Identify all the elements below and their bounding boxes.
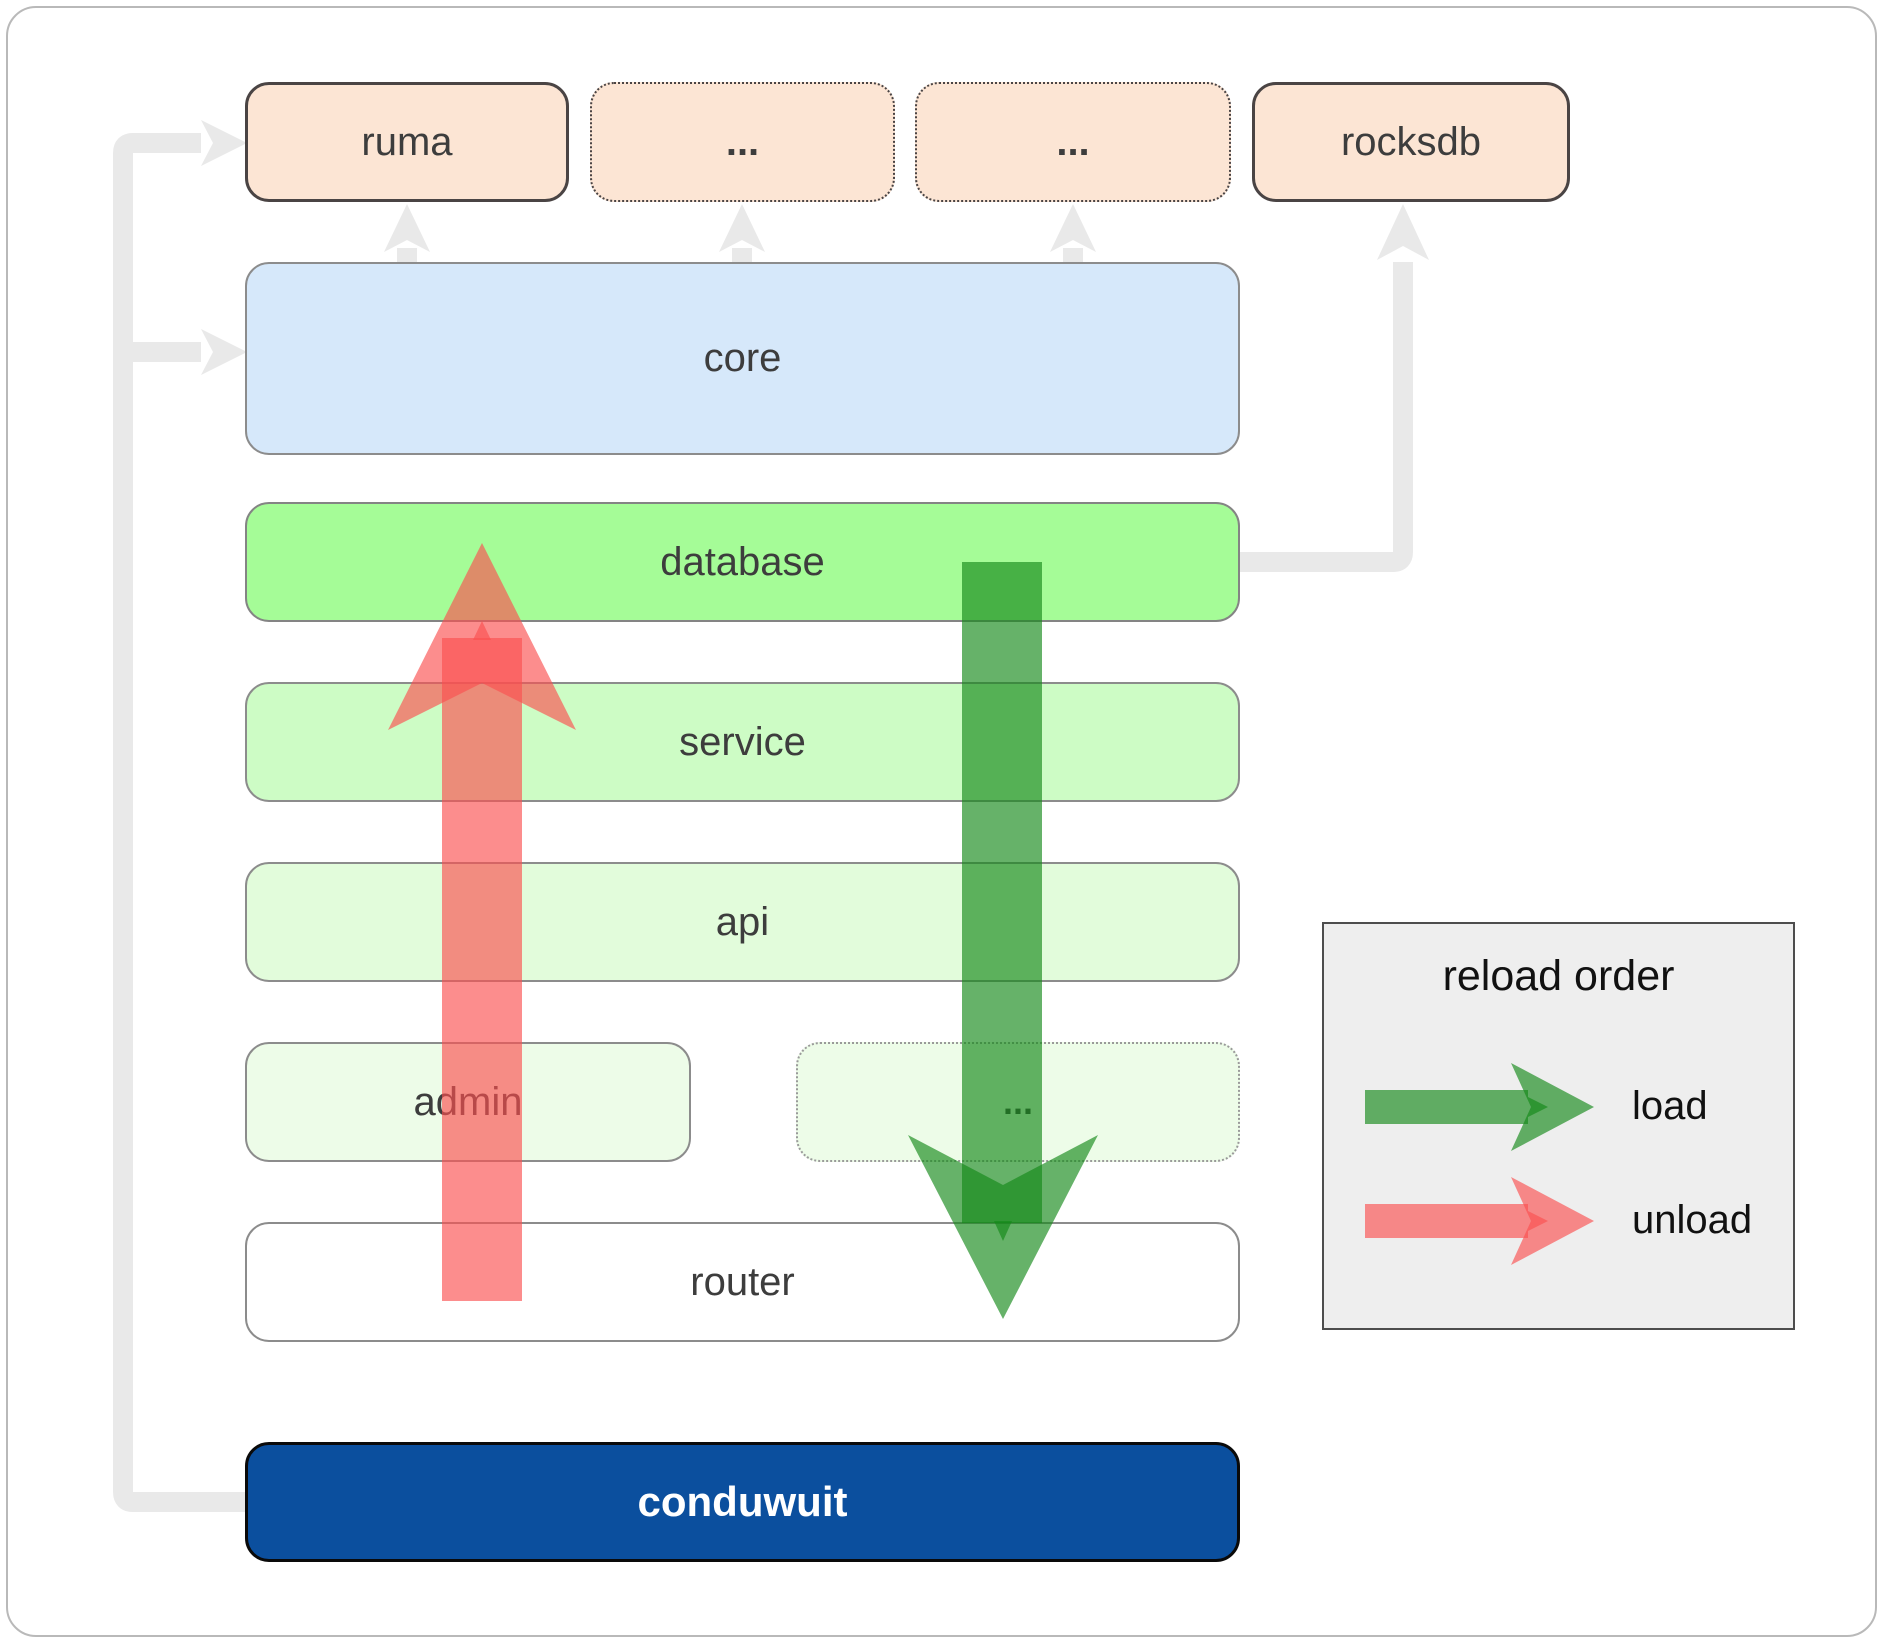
box-database-label: database — [660, 539, 825, 584]
box-core: core — [245, 262, 1240, 455]
box-service-label: service — [679, 719, 806, 764]
box-database: database — [245, 502, 1240, 622]
box-router: router — [245, 1222, 1240, 1342]
box-service: service — [245, 682, 1240, 802]
box-ruma: ruma — [245, 82, 569, 202]
box-admin-label: admin — [413, 1079, 523, 1124]
box-conduwuit: conduwuit — [245, 1442, 1240, 1562]
box-router-label: router — [690, 1259, 795, 1304]
box-admin: admin — [245, 1042, 691, 1162]
box-ellipsis-2-label: ... — [1056, 119, 1090, 164]
box-core-label: core — [703, 336, 782, 380]
outer-frame — [6, 6, 1877, 1637]
box-ellipsis-1-label: ... — [725, 119, 760, 164]
legend-panel: reload order load unload — [1322, 922, 1795, 1330]
box-api: api — [245, 862, 1240, 982]
box-rocksdb: rocksdb — [1252, 82, 1570, 202]
legend-title: reload order — [1442, 952, 1675, 1000]
box-ruma-label: ruma — [361, 119, 453, 164]
box-ellipsis-1: ... — [590, 82, 895, 202]
box-conduwuit-label: conduwuit — [637, 1478, 848, 1525]
legend-load-label: load — [1632, 1084, 1708, 1128]
box-admin-ellipsis-label: ... — [1002, 1081, 1033, 1122]
box-rocksdb-label: rocksdb — [1340, 119, 1482, 164]
box-admin-ellipsis: ... — [796, 1042, 1240, 1162]
legend-unload-label: unload — [1632, 1198, 1753, 1242]
box-api-label: api — [715, 899, 770, 944]
box-ellipsis-2: ... — [915, 82, 1231, 202]
